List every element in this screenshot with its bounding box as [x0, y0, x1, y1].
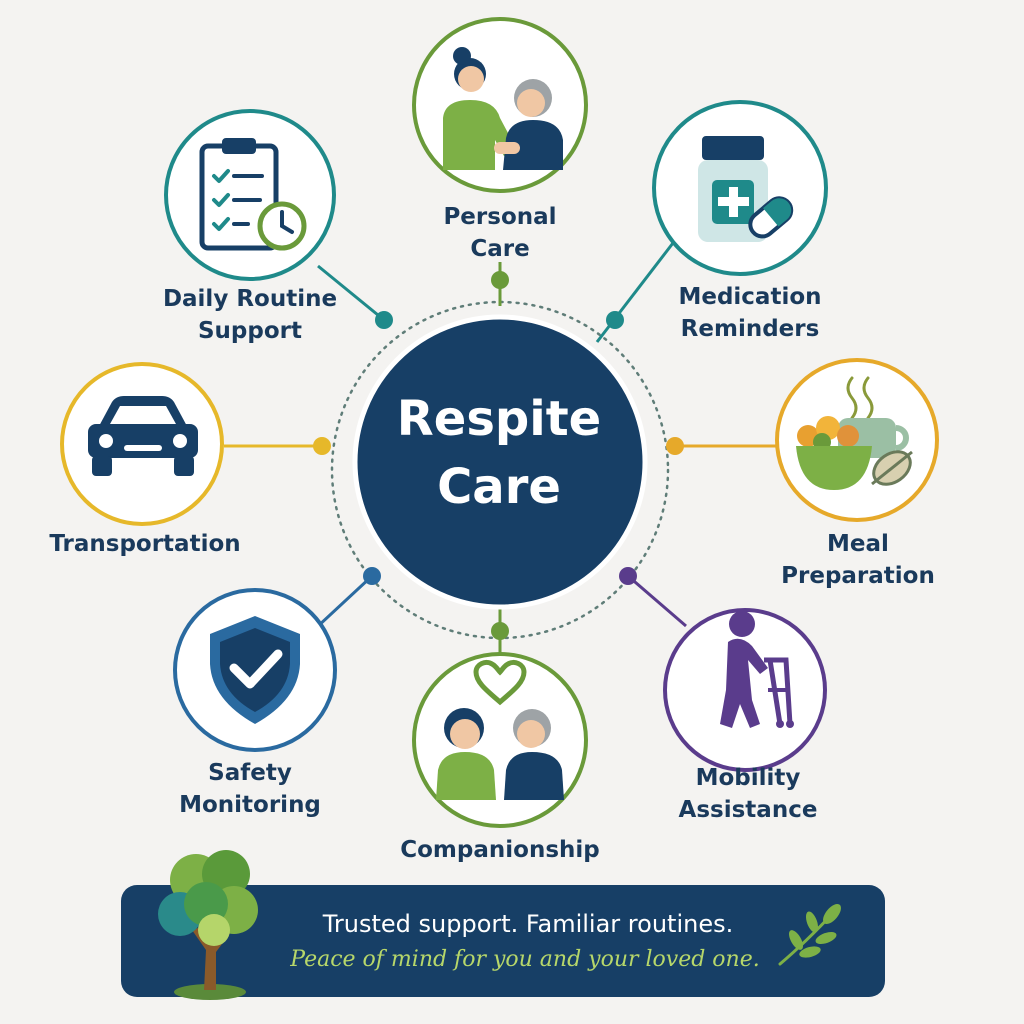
leaf-sprig-icon: [778, 904, 841, 966]
banner-tagline: Trusted support. Familiar routines.: [322, 910, 734, 938]
label-companionship: Companionship: [400, 837, 600, 863]
caregiver-with-elder-icon: [443, 47, 563, 170]
walker-icon: [720, 611, 794, 728]
connector-dot-daily-routine: [375, 311, 393, 329]
center-title-line1: Respite: [396, 391, 602, 447]
label-meal-preparation: Meal Preparation: [781, 531, 935, 589]
pill-bottle-icon: [698, 136, 794, 242]
shield-check-icon: [210, 616, 300, 724]
connector-dot-personal-care: [491, 271, 509, 289]
meal-bowl-icon: [796, 376, 913, 490]
connector-dot-medication: [606, 311, 624, 329]
center-title: Respite Care: [359, 385, 639, 521]
connector-daily-routine: [317, 264, 385, 322]
center-circle: [352, 314, 648, 610]
label-personal-care: Personal Care: [443, 204, 557, 262]
connector-dot-safety: [363, 567, 381, 585]
connector-dot-companionship: [491, 622, 509, 640]
connector-dot-meal: [666, 437, 684, 455]
connector-mobility: [627, 574, 687, 628]
label-medication-reminders: Medication Reminders: [678, 284, 822, 342]
label-daily-routine-support: Daily Routine Support: [162, 286, 338, 344]
connector-dot-mobility: [619, 567, 637, 585]
connector-safety: [314, 574, 374, 630]
circle-companionship: [412, 652, 588, 828]
center-title-line2: Care: [437, 459, 561, 515]
tree-icon: [158, 850, 258, 1000]
label-transportation: Transportation: [49, 531, 241, 557]
clipboard-clock-icon: [199, 138, 307, 251]
companionship-heart-icon: [436, 659, 564, 800]
connectors: [224, 242, 776, 660]
banner-background: [121, 885, 885, 997]
car-icon: [88, 396, 198, 476]
label-mobility-assistance: Mobility Assistance: [678, 765, 818, 823]
connector-dot-transportation: [313, 437, 331, 455]
banner-subtagline: Peace of mind for you and your loved one…: [290, 947, 760, 972]
label-safety-monitoring: Safety Monitoring: [179, 760, 321, 818]
